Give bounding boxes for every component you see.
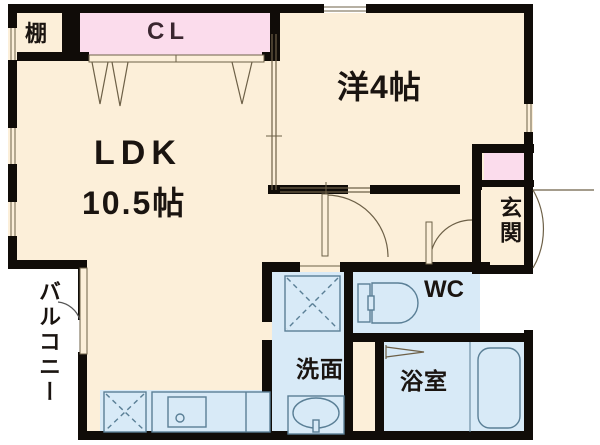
wall-wc-bottom: [344, 333, 532, 342]
wall-corridor-left-a: [262, 262, 272, 322]
bath-folding-door[interactable]: [385, 345, 425, 359]
wash-basin-icon: [287, 395, 345, 435]
wall-shoe-bottom: [472, 180, 534, 187]
wall-shelf-right: [62, 4, 71, 56]
hall-hinged-door[interactable]: [321, 193, 389, 258]
washroom-opening[interactable]: [300, 262, 340, 272]
window-top: [324, 4, 366, 13]
shelf-floor: [16, 12, 62, 54]
wall-cl-bottom-l: [71, 52, 89, 61]
wall-room-bottom-b: [370, 185, 460, 194]
wall-right-mid: [524, 132, 533, 190]
wall-entrance-left: [472, 185, 481, 273]
wall-shelf-bottom: [8, 52, 71, 61]
shoe-closet-floor: [484, 150, 528, 182]
fixtures: [103, 275, 521, 435]
wall-balcony-right2: [78, 352, 87, 440]
wall-entrance-right: [524, 185, 533, 273]
cooktop-stove-icon: [103, 391, 147, 433]
wall-balcony-top: [8, 260, 86, 269]
wall-wash-bath: [344, 342, 353, 435]
wall-shoe-top: [472, 144, 534, 153]
wall-shoe-left: [472, 144, 482, 190]
wall-entrance-bottom: [472, 265, 533, 274]
balcony-sliding-door[interactable]: [57, 267, 88, 355]
kitchen-sink-icon: [151, 391, 271, 433]
window-left-lower: [8, 128, 17, 164]
window-right: [524, 104, 533, 132]
wall-left-a: [8, 4, 17, 28]
bathtub-icon: [469, 342, 521, 432]
entrance-floor: [480, 185, 530, 268]
floor-fills: [8, 10, 530, 440]
doors: [57, 34, 594, 359]
closet-floor: [80, 12, 270, 60]
entrance-hinged-door[interactable]: [532, 189, 594, 269]
wc-hinged-door[interactable]: [425, 219, 473, 265]
window-left-lower2: [8, 202, 17, 236]
wall-corridor-top-l: [262, 262, 300, 272]
windows: [8, 4, 533, 236]
wall-left-d: [8, 236, 17, 268]
room-sliding-door[interactable]: [266, 34, 282, 190]
wall-right-lower: [524, 330, 533, 435]
wall-cl-left: [71, 4, 80, 60]
wall-left-c: [8, 164, 17, 202]
wall-wc-left: [344, 268, 353, 342]
wall-partition-room-top: [270, 4, 280, 34]
wall-partition-room-bot: [268, 185, 280, 194]
cl-folding-door-right[interactable]: [175, 54, 265, 105]
wall-room-bottom-a: [280, 185, 348, 194]
wall-bottom: [78, 431, 533, 440]
wall-corridor-top-r: [340, 262, 490, 272]
wall-left-b: [8, 60, 17, 128]
window-left-upper: [8, 28, 17, 60]
corridor-floor: [268, 190, 480, 268]
balcony-floor: [8, 268, 80, 440]
wall-right-upper: [524, 4, 533, 104]
wall-bath-left: [375, 342, 384, 435]
washing-machine-pan-icon: [284, 275, 341, 332]
toilet-bowl-icon: [357, 282, 419, 324]
wall-corridor-left-b: [262, 340, 272, 435]
